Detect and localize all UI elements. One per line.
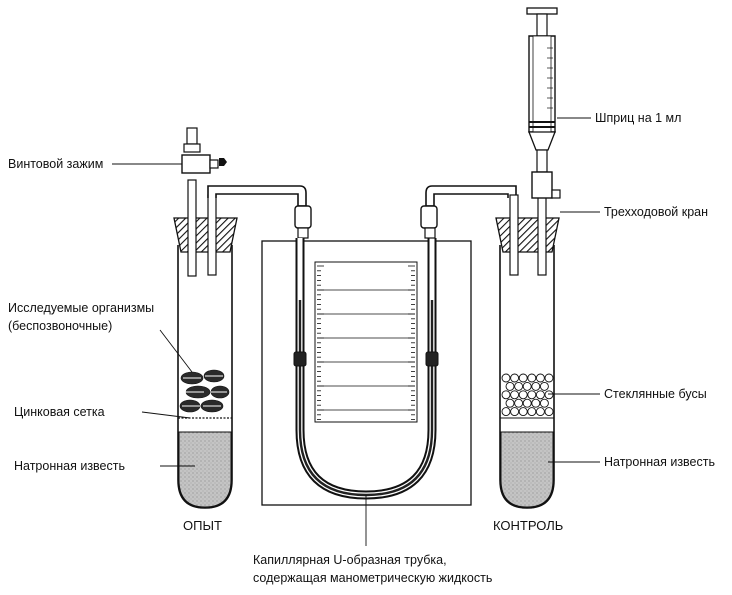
glass-bead bbox=[501, 407, 511, 417]
label-syringe: Шприц на 1 мл bbox=[595, 111, 681, 125]
glass-bead bbox=[544, 390, 554, 400]
glass-bead bbox=[505, 381, 515, 391]
experiment-tube bbox=[173, 179, 238, 509]
glass-bead bbox=[531, 398, 541, 408]
glass-bead bbox=[544, 373, 554, 383]
leader-lines bbox=[112, 117, 600, 546]
glass-bead bbox=[544, 407, 554, 417]
organisms bbox=[179, 369, 230, 413]
label-glass-beads: Стеклянные бусы bbox=[604, 387, 707, 401]
glass-bead bbox=[518, 407, 528, 417]
glass-bead bbox=[514, 398, 524, 408]
glass-bead bbox=[535, 390, 545, 400]
label-control: КОНТРОЛЬ bbox=[493, 518, 563, 533]
glass-bead bbox=[535, 373, 545, 383]
glass-bead bbox=[510, 390, 520, 400]
label-screw-clamp: Винтовой зажим bbox=[8, 157, 103, 171]
stopper-left bbox=[173, 217, 238, 253]
label-experiment: ОПЫТ bbox=[183, 518, 222, 533]
glass-bead bbox=[501, 390, 511, 400]
stopper-right bbox=[495, 217, 560, 253]
three-way-valve bbox=[531, 149, 561, 199]
glass-beads bbox=[501, 373, 554, 417]
control-tube bbox=[495, 194, 560, 509]
screw-clamp bbox=[181, 127, 227, 174]
label-three-way-valve: Трехходовой кран bbox=[604, 205, 708, 219]
glass-bead bbox=[501, 373, 511, 383]
label-zinc-mesh: Цинковая сетка bbox=[14, 405, 105, 419]
syringe bbox=[526, 7, 558, 151]
glass-bead bbox=[527, 390, 537, 400]
glass-bead bbox=[514, 381, 524, 391]
glass-bead bbox=[527, 407, 537, 417]
label-capillary-line1: Капиллярная U-образная трубка, bbox=[253, 553, 447, 567]
label-soda-lime-right: Натронная известь bbox=[604, 455, 715, 469]
glass-bead bbox=[518, 373, 528, 383]
glass-bead bbox=[522, 398, 532, 408]
glass-bead bbox=[522, 381, 532, 391]
soda-lime-left bbox=[178, 431, 232, 508]
glass-bead bbox=[531, 381, 541, 391]
label-soda-lime-left: Натронная известь bbox=[14, 459, 125, 473]
label-organisms-line2: (беспозвоночные) bbox=[8, 319, 112, 333]
glass-bead bbox=[510, 407, 520, 417]
soda-lime-right bbox=[500, 431, 554, 508]
label-organisms-line1: Исследуемые организмы bbox=[8, 301, 154, 315]
glass-bead bbox=[527, 373, 537, 383]
glass-bead bbox=[539, 381, 549, 391]
glass-bead bbox=[505, 398, 515, 408]
label-capillary-line2: содержащая манометрическую жидкость bbox=[253, 571, 492, 585]
scale-board bbox=[261, 240, 472, 506]
glass-bead bbox=[539, 398, 549, 408]
glass-bead bbox=[518, 390, 528, 400]
glass-bead bbox=[535, 407, 545, 417]
glass-bead bbox=[510, 373, 520, 383]
